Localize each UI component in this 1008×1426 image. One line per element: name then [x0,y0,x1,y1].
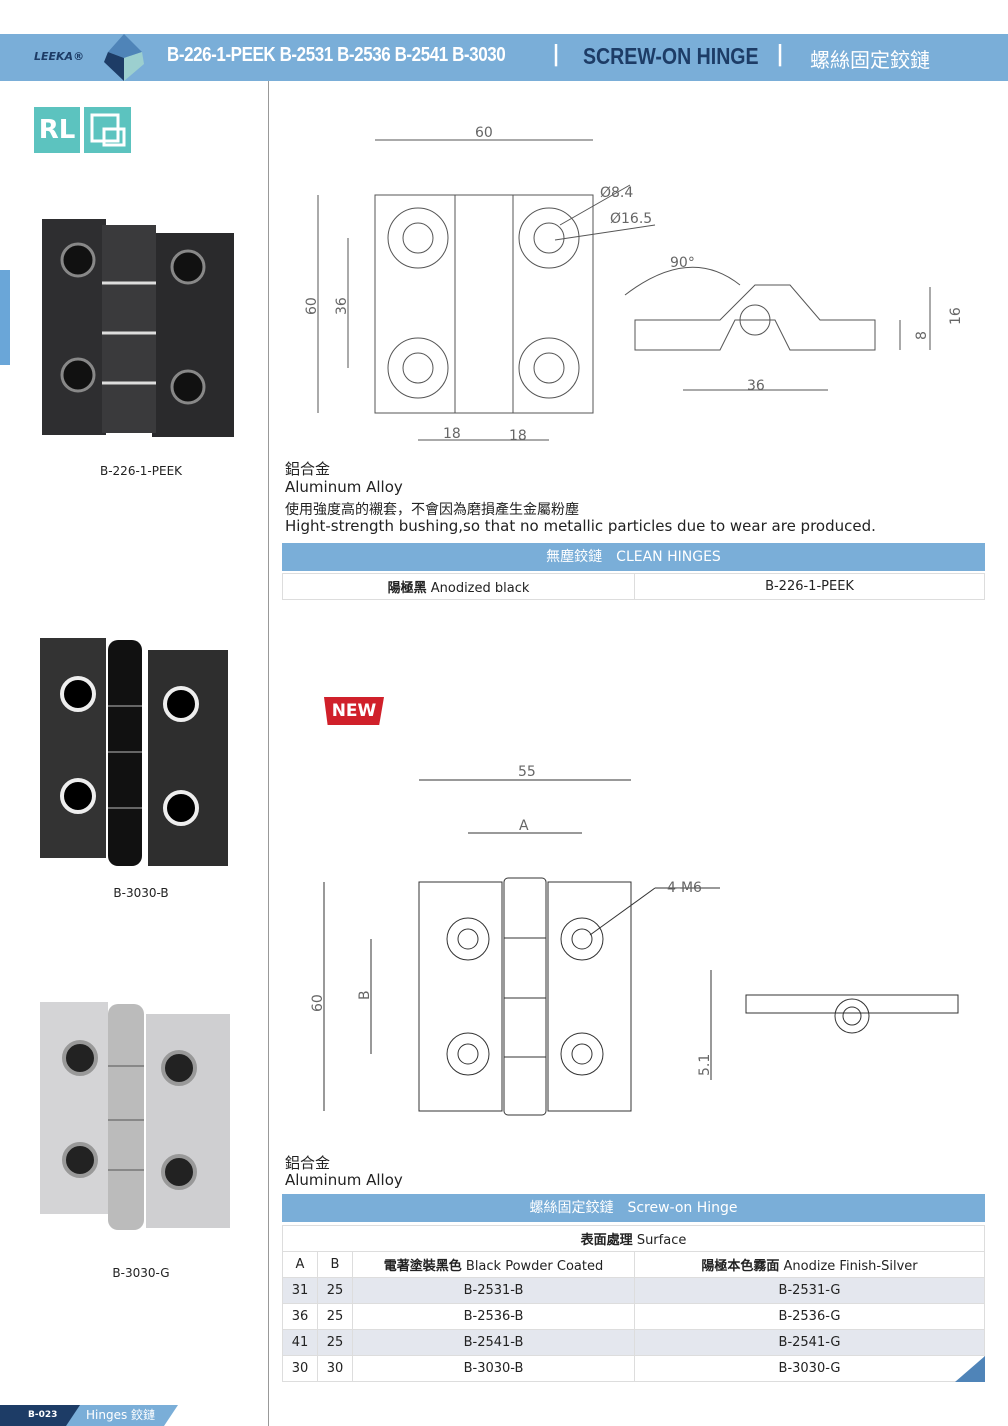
dim-height: 60 [310,994,326,1012]
col-black-en: Black Powder Coated [465,1259,604,1274]
col-black-zh: 電著塗裝黑色 [383,1259,462,1274]
technical-drawing-clean-hinge: 60 Ø8.4 Ø16.5 60 36 18 18 90° 36 8 16 [304,125,964,444]
diamond-logo-icon [104,34,144,81]
screw-on-hinge-table: 表面處理 Surface A B 電著塗裝黑色 Black Powder Coa… [282,1225,985,1382]
model-cell: B-226-1-PEEK [634,573,985,600]
table-header-surface: 表面處理 Surface [282,1225,985,1252]
cell-a: 41 [282,1329,318,1356]
cell-silver: B-2541-G [634,1329,985,1356]
dim-hole-small: Ø8.4 [600,185,633,201]
brand-logo: LEEKA® [34,50,85,63]
dim-height: 60 [304,297,320,315]
dim-total-height: 16 [948,307,964,325]
dim-a: A [519,818,529,834]
table-header: A B 電著塗裝黑色 Black Powder Coated 陽極本色霧面 An… [282,1251,985,1278]
cell-black: B-2531-B [352,1277,635,1304]
separator: | [776,42,785,67]
product-image-b-3030-b [40,638,228,866]
dim-holes: 4-M6 [667,880,702,896]
material-zh: 鋁合金 [285,1154,331,1172]
col-silver-zh: 陽極本色霧面 [701,1259,780,1274]
cell-silver: B-2536-G [634,1303,985,1330]
cell-b: 30 [317,1355,353,1382]
cell-silver: B-2531-G [634,1277,985,1304]
page-header: LEEKA® B-226-1-PEEK B-2531 B-2536 B-2541… [0,34,1008,81]
dim-thick: 5.1 [697,1054,713,1076]
cell-b: 25 [317,1303,353,1330]
rl-badge: RL [34,107,80,153]
clean-hinges-table: 陽極黑 Anodized black B-226-1-PEEK [282,573,985,600]
dim-pitch: 36 [334,297,350,315]
product-caption: B-226-1-PEEK [99,464,183,478]
page-title-en: SCREW-ON HINGE [583,43,759,69]
dim-angle: 90° [670,255,695,271]
dim-thick: 8 [914,331,930,340]
technical-drawing-screw-on-hinge: 55 A 4-M6 60 B 5.1 [310,764,959,1116]
material-zh: 鋁合金 [285,460,331,478]
product-image-b-3030-g [40,1002,230,1230]
cell-b: 25 [317,1329,353,1356]
cell-black: B-2536-B [352,1303,635,1330]
cell-a: 31 [282,1277,318,1304]
new-badge: NEW [324,697,384,725]
separator: | [552,42,561,67]
note-en: Hight-strength bushing,so that no metall… [285,517,876,535]
cell-a: 36 [282,1303,318,1330]
cell-silver: B-3030-G [634,1355,985,1382]
product-caption: B-3030-G [112,1266,170,1280]
corner-triangle [955,1356,985,1382]
column-divider [268,81,269,1426]
surface-en: Surface [636,1233,687,1248]
dim-hole-large: Ø16.5 [610,211,652,227]
screw-on-hinge-band: 螺絲固定鉸鏈 Screw-on Hinge [282,1194,985,1222]
side-accent [0,270,10,365]
material-en: Aluminum Alloy [285,1171,403,1189]
product-image-b-226-1-peek [42,219,234,437]
material-en: Aluminum Alloy [285,478,403,496]
dim-width: 55 [518,764,536,780]
cell-b: 25 [317,1277,353,1304]
surface-zh: 表面處理 [580,1233,633,1248]
product-caption: B-3030-B [113,886,169,900]
model-list: B-226-1-PEEK B-2531 B-2536 B-2541 B-3030 [167,44,506,66]
clean-hinges-band: 無塵鉸鏈 CLEAN HINGES [282,543,985,571]
finish-en: Anodized black [430,581,530,596]
page-number: B-023 [0,1405,80,1426]
page-title-zh: 螺絲固定鉸鏈 [810,48,930,72]
dim-side-pitch: 36 [747,378,765,394]
table-row: 陽極黑 Anodized black B-226-1-PEEK [282,573,985,600]
col-a: A [282,1251,318,1278]
cell-a: 30 [282,1355,318,1382]
cell-black: B-2541-B [352,1329,635,1356]
dim-b: B [357,990,373,1000]
finish-zh: 陽極黑 [387,581,427,596]
col-silver-en: Anodize Finish-Silver [783,1259,918,1274]
dim-pitch-a: 18 [443,426,461,442]
note-zh: 使用強度高的襯套，不會因為磨損產生金屬粉塵 [285,502,579,518]
cell-black: B-3030-B [352,1355,635,1382]
col-b: B [317,1251,353,1278]
dim-pitch-b: 18 [509,428,527,444]
dim-width: 60 [475,125,493,141]
footer-category: Hinges 鉸鏈 [66,1405,178,1426]
clean-room-icon [84,107,131,153]
